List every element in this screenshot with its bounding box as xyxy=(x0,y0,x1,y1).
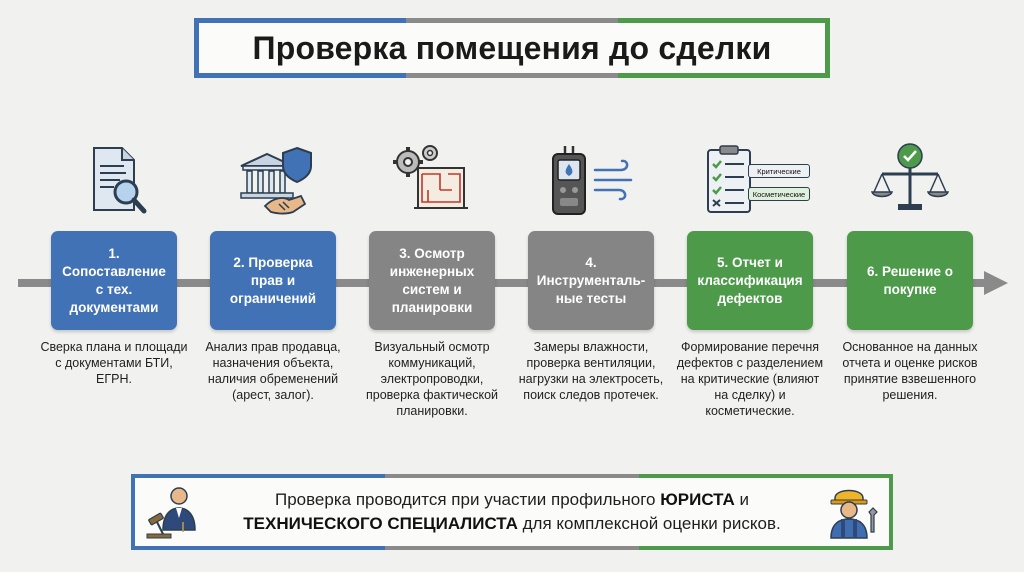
engineer-wrench-icon xyxy=(819,482,879,542)
process-arrow-head xyxy=(984,271,1008,295)
document-magnifier-icon xyxy=(64,140,164,220)
footer-border xyxy=(131,474,385,478)
footer-text-part: Проверка проводится при участии профильн… xyxy=(274,490,661,509)
step-5-description: Формирование перечня дефектов с разделен… xyxy=(676,340,824,418)
title-frame-border xyxy=(825,18,830,78)
step-5-box: 5. Отчет и классификация дефектов xyxy=(687,231,813,330)
cosmetic-tag: Косметические xyxy=(748,187,810,201)
step-4-description: Замеры влажности, проверка вентиляции, н… xyxy=(518,340,664,402)
gears-floorplan-icon xyxy=(382,140,482,220)
step-1-description: Сверка плана и площади с документами БТИ… xyxy=(40,340,188,386)
scales-check-icon xyxy=(860,140,960,220)
title-frame-border xyxy=(406,73,618,78)
process-arrow-line xyxy=(18,279,988,287)
footer-border xyxy=(889,474,893,550)
title-frame-border xyxy=(194,73,406,78)
footer-border xyxy=(639,546,893,550)
footer-text-part: для комплексной оценки рисков. xyxy=(517,514,781,533)
lawyer-gavel-icon xyxy=(145,482,205,542)
footer-text: Проверка проводится при участии профильн… xyxy=(205,488,819,536)
title-frame-border xyxy=(406,18,618,23)
footer-border xyxy=(639,474,893,478)
step-2-box: 2. Проверка прав и ограничений xyxy=(210,231,336,330)
step-3-box: 3. Осмотр инженерных систем и планировки xyxy=(369,231,495,330)
critical-tag: Критические xyxy=(748,164,810,178)
step-1-box: 1. Сопоставление с тех. документами xyxy=(51,231,177,330)
step-6-box: 6. Решение о покупке xyxy=(847,231,973,330)
footer-specialist-emphasis: ТЕХНИЧЕСКОГО СПЕЦИАЛИСТА xyxy=(243,514,518,533)
step-6-description: Основанное на данных отчета и оценке рис… xyxy=(842,340,978,402)
footer-note: Проверка проводится при участии профильн… xyxy=(131,474,893,550)
footer-border xyxy=(385,474,639,478)
page-title: Проверка помещения до сделки xyxy=(252,29,772,66)
title-frame-border xyxy=(194,18,199,78)
title-frame-border xyxy=(194,18,406,23)
step-2-description: Анализ прав продавца, назначения объекта… xyxy=(205,340,341,402)
step-3-description: Визуальный осмотр коммуникаций, электроп… xyxy=(365,340,499,418)
title-frame-border xyxy=(618,18,830,23)
checklist-clipboard-icon: Критические Косметические xyxy=(700,140,810,220)
step-4-box: 4. Инструменталь-ные тесты xyxy=(528,231,654,330)
footer-text-part: и xyxy=(734,490,750,509)
footer-border xyxy=(131,546,385,550)
courthouse-handshake-shield-icon xyxy=(223,140,323,220)
footer-border xyxy=(131,474,135,550)
title-frame-border xyxy=(618,73,830,78)
title-frame: Проверка помещения до сделки xyxy=(194,18,830,78)
footer-lawyer-emphasis: ЮРИСТА xyxy=(660,490,735,509)
footer-border xyxy=(385,546,639,550)
moisture-meter-wind-icon xyxy=(541,140,641,220)
